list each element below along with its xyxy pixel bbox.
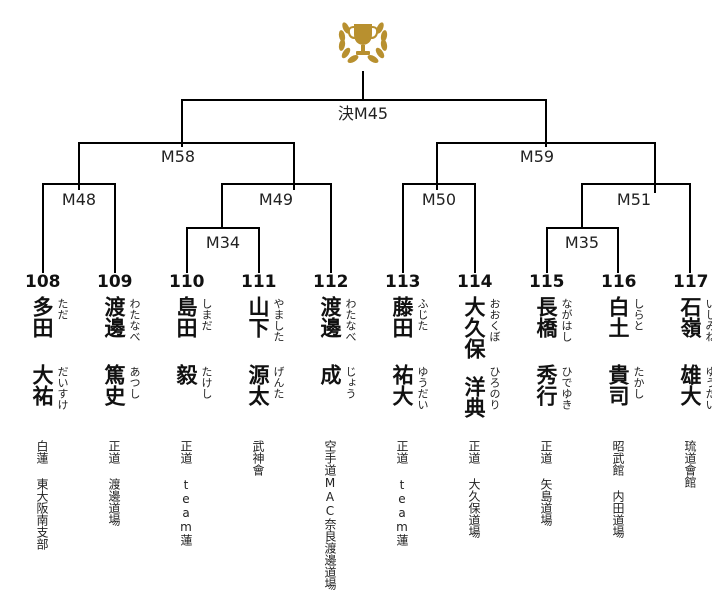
player-given-name: 篤史 (102, 364, 126, 406)
player-family-kana: わたなべ (128, 298, 141, 342)
player-family-kana: ふじた (416, 298, 429, 331)
player-given-kana: ひでゆき (560, 366, 573, 410)
player-family-kana: わたなべ (344, 298, 357, 342)
player-card-113: 113 藤田 ふじた 祐大 ゆうだい 正道 team蓮 (385, 272, 457, 609)
player-card-112: 112 渡邊 わたなべ 成 じょう 空手道MAC奈良渡邊道場 (313, 272, 385, 609)
player-given-kana: げんた (272, 366, 285, 399)
player-club: 正道 team蓮 (179, 440, 193, 546)
match-label-m59: M59 (516, 147, 558, 167)
match-label-m58: M58 (157, 147, 199, 167)
player-club: 白蓮 東大阪南支部 (35, 440, 49, 550)
player-card-108: 108 多田 ただ 大祐 だいすけ 白蓮 東大阪南支部 (25, 272, 97, 609)
match-label-m50: M50 (418, 190, 460, 210)
match-label-m51: M51 (613, 190, 655, 210)
player-given-name: 秀行 (534, 364, 558, 406)
player-family-name: 島田 (174, 296, 198, 338)
player-given-name: 毅 (174, 364, 198, 385)
player-given-name: 大祐 (30, 364, 54, 406)
player-given-name: 洋典 (462, 376, 486, 418)
player-given-kana: たけし (200, 366, 213, 399)
player-number: 109 (97, 272, 133, 292)
player-club: 正道 team蓮 (395, 440, 409, 546)
player-club: 琉道會館 (683, 440, 697, 488)
player-number: 114 (457, 272, 493, 292)
match-label-m34: M34 (202, 233, 244, 253)
player-number: 111 (241, 272, 277, 292)
player-given-kana: ゆうだい (704, 366, 712, 410)
match-label-m48: M48 (58, 190, 100, 210)
player-family-name: 石嶺 (678, 296, 702, 338)
player-card-110: 110 島田 しまだ 毅 たけし 正道 team蓮 (169, 272, 241, 609)
player-card-111: 111 山下 やました 源太 げんた 武神會 (241, 272, 313, 609)
player-card-114: 114 大久保 おおくぼ 洋典 ひろのり 正道 大久保道場 (457, 272, 529, 609)
player-family-kana: しまだ (200, 298, 213, 331)
player-family-kana: いしみね (704, 298, 712, 342)
player-card-109: 109 渡邊 わたなべ 篤史 あつし 正道 渡邊道場 (97, 272, 169, 609)
player-number: 117 (673, 272, 709, 292)
match-label-m35: M35 (561, 233, 603, 253)
player-family-name: 多田 (30, 296, 54, 338)
player-club: 昭武館 内田道場 (611, 440, 625, 538)
player-given-name: 雄大 (678, 364, 702, 406)
player-number: 113 (385, 272, 421, 292)
player-card-116: 116 白土 しらと 貴司 たかし 昭武館 内田道場 (601, 272, 673, 609)
player-given-kana: だいすけ (56, 366, 69, 410)
player-family-name: 白土 (606, 296, 630, 338)
player-given-kana: たかし (632, 366, 645, 399)
player-card-115: 115 長橋 ながはし 秀行 ひでゆき 正道 矢島道場 (529, 272, 601, 609)
player-family-name: 藤田 (390, 296, 414, 338)
trophy-laurel-icon (338, 22, 388, 63)
player-club: 武神會 (251, 440, 265, 476)
match-label-m49: M49 (255, 190, 297, 210)
player-family-name: 長橋 (534, 296, 558, 338)
player-given-name: 祐大 (390, 364, 414, 406)
player-number: 115 (529, 272, 565, 292)
player-card-117: 117 石嶺 いしみね 雄大 ゆうだい 琉道會館 (673, 272, 712, 609)
match-label-final: 決M45 (334, 104, 392, 124)
player-club: 正道 大久保道場 (467, 440, 481, 538)
player-family-kana: しらと (632, 298, 645, 331)
player-number: 116 (601, 272, 637, 292)
player-club: 正道 渡邊道場 (107, 440, 121, 526)
player-number: 108 (25, 272, 61, 292)
player-family-name: 大久保 (462, 296, 486, 359)
player-family-name: 渡邊 (318, 296, 342, 338)
player-family-kana: ただ (56, 298, 69, 320)
player-given-name: 貴司 (606, 364, 630, 406)
player-given-name: 源太 (246, 364, 270, 406)
player-number: 112 (313, 272, 349, 292)
player-family-kana: おおくぼ (488, 298, 501, 342)
player-given-name: 成 (318, 364, 342, 385)
player-family-kana: ながはし (560, 298, 573, 342)
player-family-name: 渡邊 (102, 296, 126, 338)
player-club: 空手道MAC奈良渡邊道場 (323, 440, 337, 590)
player-given-kana: じょう (344, 366, 357, 399)
player-given-kana: あつし (128, 366, 141, 399)
player-given-kana: ひろのり (488, 366, 501, 410)
player-club: 正道 矢島道場 (539, 440, 553, 526)
player-number: 110 (169, 272, 205, 292)
player-family-name: 山下 (246, 296, 270, 338)
player-family-kana: やました (272, 298, 285, 342)
player-given-kana: ゆうだい (416, 366, 429, 410)
